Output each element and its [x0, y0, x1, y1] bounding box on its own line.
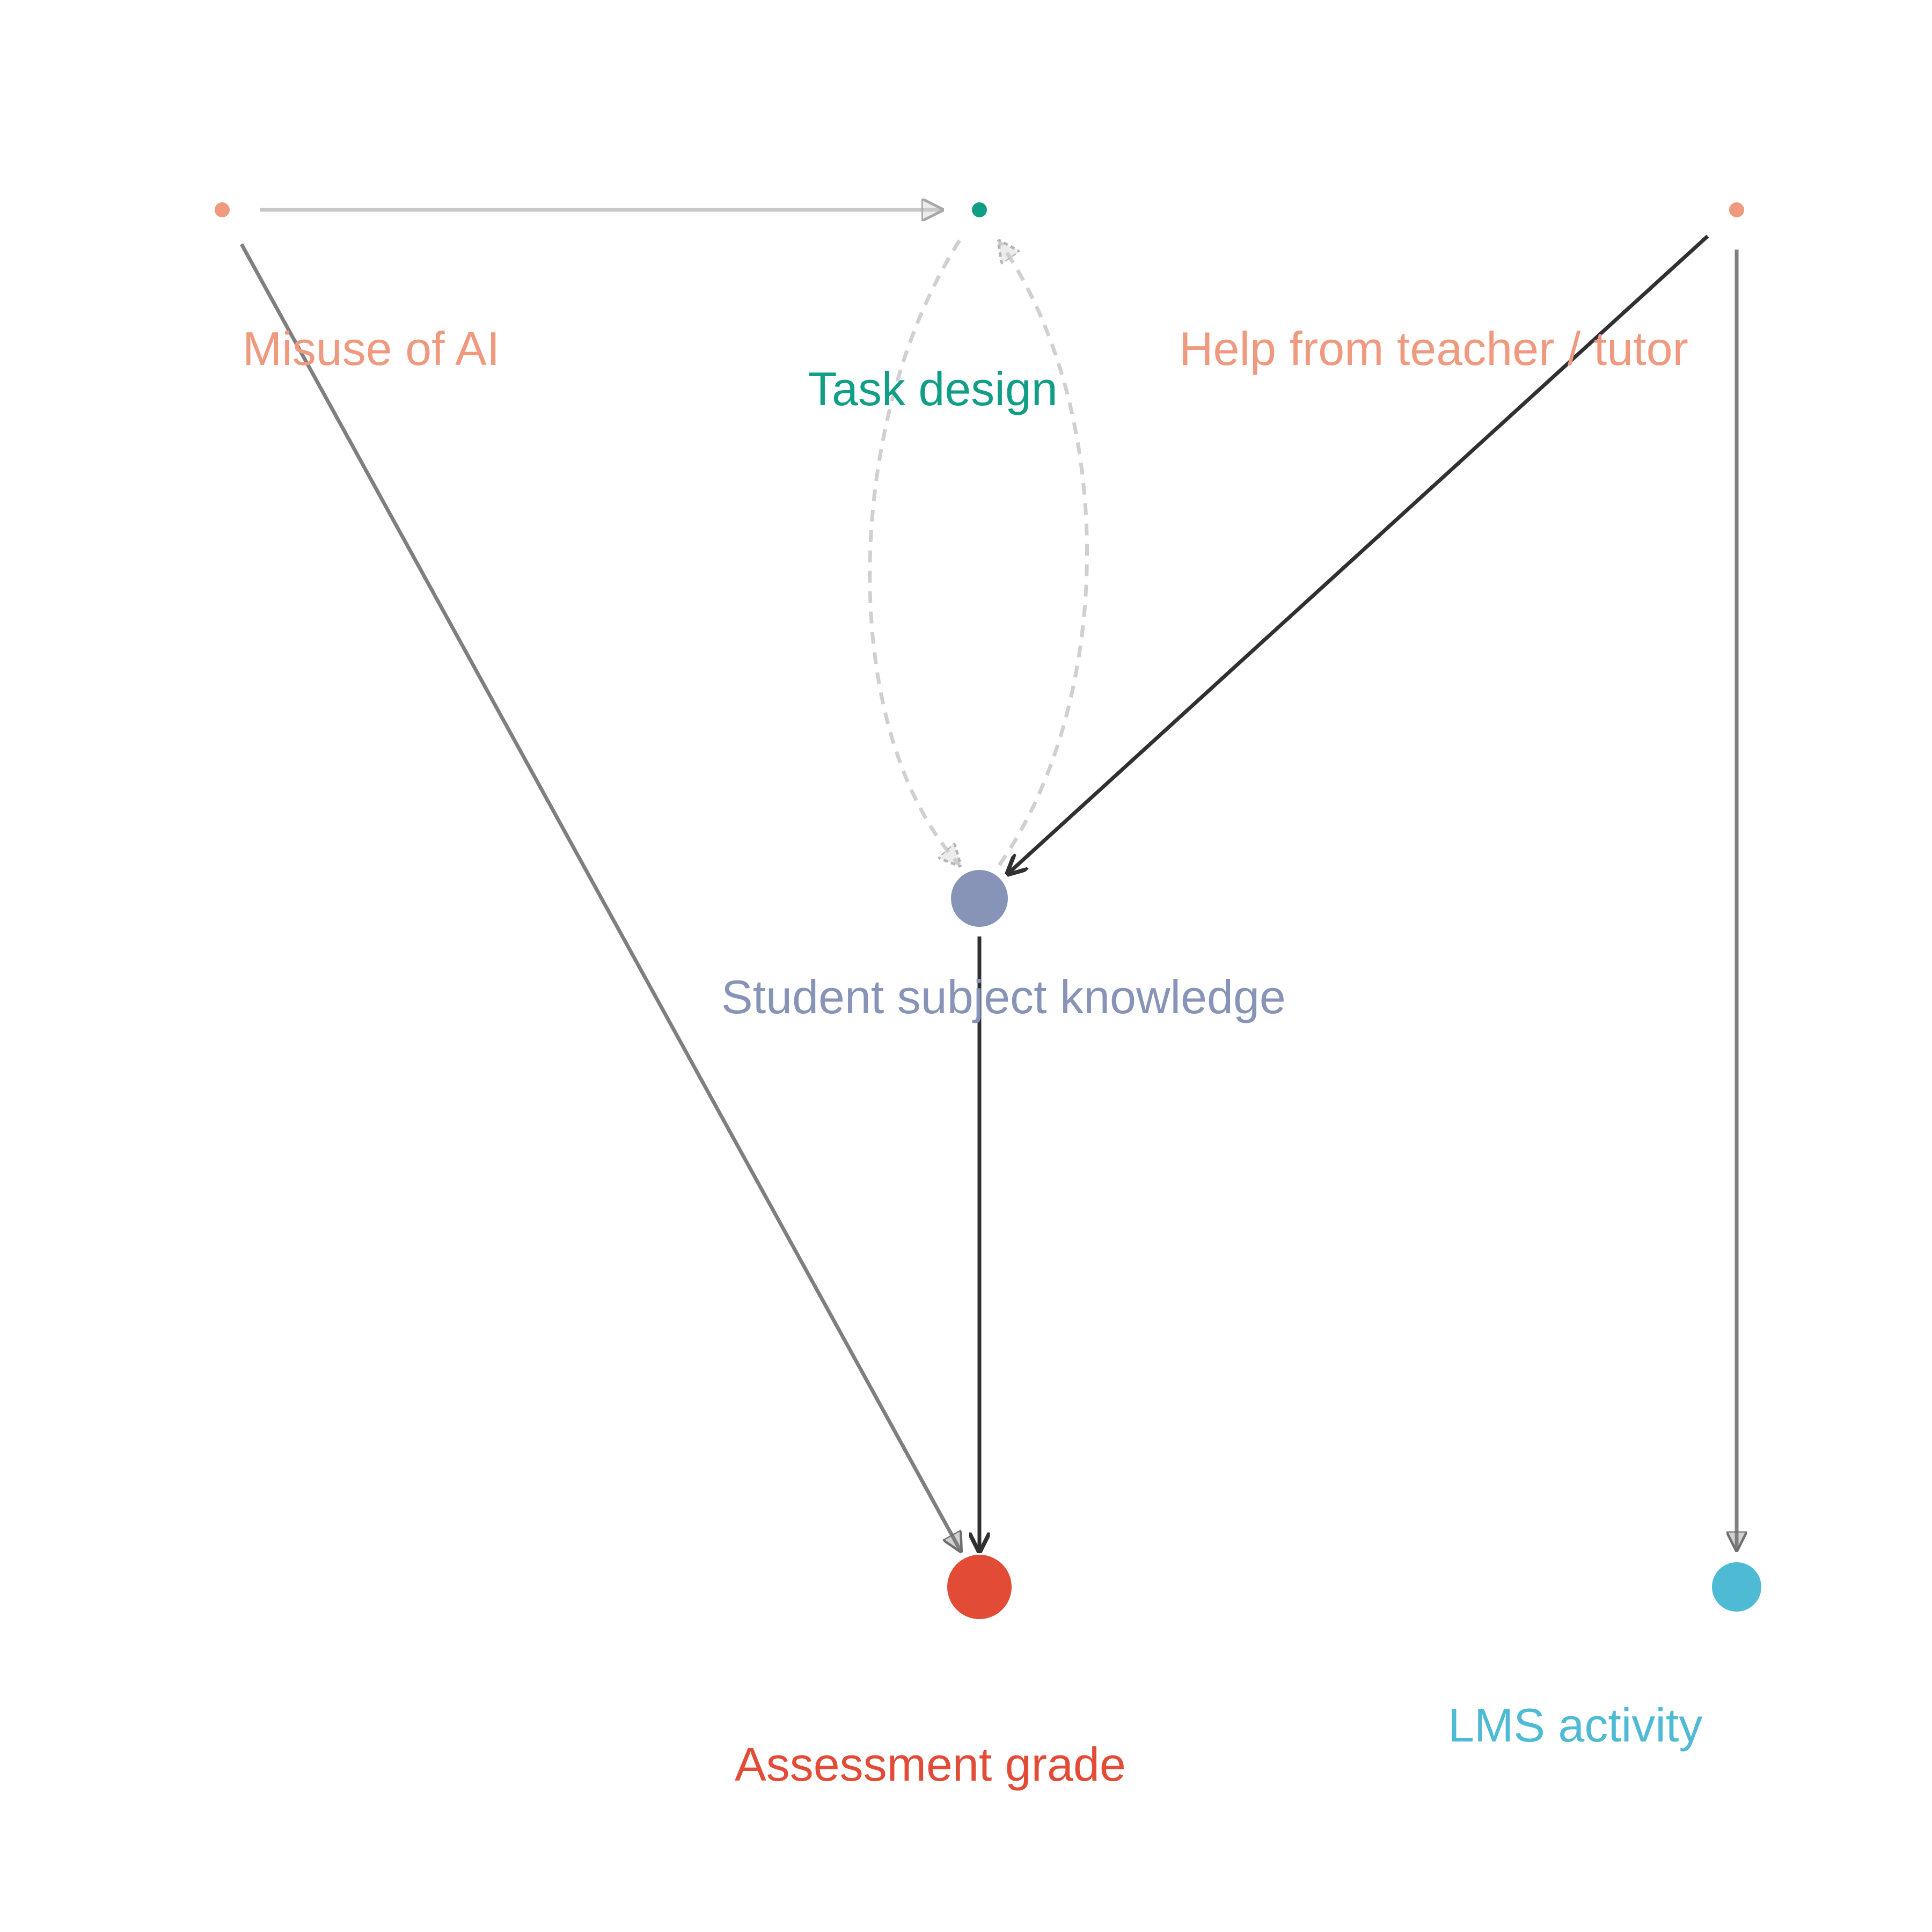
node-lms-activity-dot — [1712, 1562, 1761, 1612]
nodes — [215, 202, 1761, 1619]
node-assessment-grade-dot — [947, 1555, 1012, 1619]
label-lms-activity: LMS activity — [1448, 1699, 1702, 1752]
edge-task-design-to-student-knowledge — [868, 239, 960, 865]
node-student-knowledge-dot — [951, 870, 1008, 927]
edge-help-teacher-to-student-knowledge — [1008, 235, 1709, 874]
edge-misuse-ai-to-assessment-grade — [239, 243, 961, 1551]
label-assessment-grade: Assessment grade — [735, 1738, 1126, 1791]
edge-student-knowledge-to-task-design — [999, 241, 1089, 867]
node-misuse-ai-dot — [215, 202, 230, 217]
node-help-teacher-dot — [1729, 202, 1744, 217]
label-misuse-ai: Misuse of AI — [243, 322, 500, 375]
label-student-knowledge: Student subject knowledge — [721, 970, 1286, 1023]
edges — [239, 210, 1737, 1551]
node-task-design-dot — [972, 202, 987, 217]
labels: Misuse of AI Task design Help from teach… — [243, 322, 1702, 1791]
label-help-teacher: Help from teacher / tutor — [1179, 322, 1688, 375]
label-task-design: Task design — [808, 362, 1058, 415]
